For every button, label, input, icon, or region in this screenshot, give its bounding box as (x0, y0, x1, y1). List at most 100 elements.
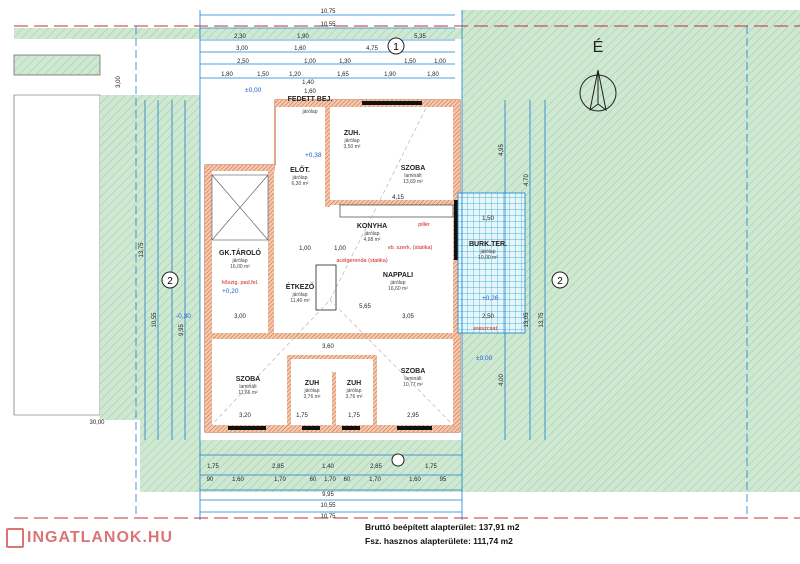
svg-text:1,80: 1,80 (221, 72, 233, 78)
svg-text:ZUH: ZUH (347, 380, 361, 387)
svg-text:4,00: 4,00 (499, 374, 505, 386)
svg-text:SZOBA: SZOBA (401, 368, 426, 375)
svg-text:+0,20: +0,20 (222, 288, 239, 295)
top-dimensions: 10,75 10,55 2,30 1,90 5,35 3,00 1,60 4,7… (221, 9, 446, 95)
svg-text:30,00: 30,00 (89, 420, 105, 426)
svg-text:3,00: 3,00 (236, 46, 248, 52)
svg-text:1,70: 1,70 (324, 477, 336, 483)
svg-text:10,55: 10,55 (152, 312, 158, 328)
svg-text:2,50: 2,50 (482, 314, 494, 320)
building (204, 99, 461, 433)
svg-text:4,70: 4,70 (524, 174, 530, 186)
svg-text:1,00: 1,00 (299, 246, 311, 252)
svg-text:3,76 m²: 3,76 m² (346, 394, 363, 400)
svg-text:É: É (593, 37, 604, 56)
svg-text:pillér: pillér (418, 222, 430, 228)
svg-text:ZUH.: ZUH. (344, 130, 360, 137)
svg-text:9,95: 9,95 (322, 492, 334, 498)
svg-text:BURK.TER.: BURK.TER. (469, 241, 507, 248)
svg-text:vb. szerk. (statika): vb. szerk. (statika) (388, 245, 433, 251)
svg-text:3,50 m²: 3,50 m² (344, 144, 361, 150)
svg-text:60: 60 (310, 477, 317, 483)
svg-text:2: 2 (167, 276, 173, 287)
svg-text:ereszcsat.: ereszcsat. (473, 326, 499, 332)
svg-text:1,75: 1,75 (425, 464, 437, 470)
svg-text:1: 1 (393, 42, 399, 53)
svg-text:2,50: 2,50 (237, 59, 249, 65)
terrace-paving (457, 192, 526, 334)
svg-text:3,60: 3,60 (322, 344, 334, 350)
section-marker-1: 1 (387, 37, 405, 55)
svg-text:ELŐT.: ELŐT. (290, 165, 310, 174)
bottom-dimensions: 1,75 2,85 1,40 2,85 1,75 90 1,60 1,70 60… (207, 464, 447, 520)
svg-text:járólap: járólap (291, 175, 307, 181)
svg-text:5,65: 5,65 (359, 304, 371, 310)
svg-text:KONYHA: KONYHA (357, 223, 387, 230)
svg-text:3,00: 3,00 (234, 314, 246, 320)
svg-text:6,30 m²: 6,30 m² (292, 181, 309, 187)
svg-text:1,60: 1,60 (304, 89, 316, 95)
svg-text:10,75: 10,75 (320, 9, 336, 15)
level-markers: ±0,00 +0,38 +0,20 +0,26 ±0,00 -0,30 (176, 87, 499, 362)
svg-text:járólap: járólap (345, 388, 361, 394)
svg-text:1,60: 1,60 (409, 477, 421, 483)
svg-text:+0,26: +0,26 (482, 295, 499, 302)
svg-text:10,55: 10,55 (320, 22, 336, 28)
dimension-lines (144, 10, 546, 520)
svg-text:±0,00: ±0,00 (476, 355, 493, 362)
logo-icon (6, 528, 24, 548)
svg-text:járólap: járólap (301, 109, 317, 115)
svg-text:13,05: 13,05 (524, 312, 530, 328)
svg-text:1,00: 1,00 (334, 246, 346, 252)
svg-text:1,20: 1,20 (289, 72, 301, 78)
svg-text:2,30: 2,30 (234, 34, 246, 40)
svg-text:13,75: 13,75 (539, 312, 545, 328)
svg-text:4,15: 4,15 (392, 195, 404, 201)
svg-text:3,00: 3,00 (116, 76, 122, 88)
svg-text:1,40: 1,40 (302, 80, 314, 86)
svg-text:3,76 m²: 3,76 m² (304, 394, 321, 400)
svg-text:1,60: 1,60 (294, 46, 306, 52)
svg-text:1,75: 1,75 (348, 413, 360, 419)
svg-text:acélgerenda (statika): acélgerenda (statika) (336, 258, 388, 264)
svg-text:GK.TÁROLÓ: GK.TÁROLÓ (219, 248, 262, 257)
room-covered-entrance: FEDETT BEJ. járólap (288, 96, 333, 115)
svg-text:10,55: 10,55 (320, 503, 336, 509)
north-arrow-icon: É (579, 37, 617, 112)
svg-text:11,40 m²: 11,40 m² (290, 298, 310, 304)
svg-text:2,85: 2,85 (370, 464, 382, 470)
area-summary: Bruttó beépített alapterület: 137,91 m2 … (365, 522, 520, 546)
watermark-logo: INGATLANOK.HU (6, 528, 173, 548)
interior-dimensions: 4,15 5,65 3,00 3,05 3,60 3,20 2,95 1,75 … (234, 195, 419, 419)
svg-text:2,85: 2,85 (272, 464, 284, 470)
side-dimensions: 3,00 30,00 13,75 10,55 9,95 4,95 4,70 13… (89, 76, 545, 426)
svg-text:4,75: 4,75 (366, 46, 378, 52)
svg-text:60: 60 (344, 477, 351, 483)
svg-text:FEDETT BEJ.: FEDETT BEJ. (288, 96, 333, 103)
svg-text:4,95: 4,95 (499, 144, 505, 156)
watermark-text: INGATLANOK.HU (27, 529, 174, 546)
svg-text:1,00: 1,00 (434, 59, 446, 65)
svg-text:NAPPALI: NAPPALI (383, 272, 413, 279)
svg-text:1,70: 1,70 (274, 477, 286, 483)
svg-text:+0,38: +0,38 (305, 152, 322, 159)
svg-text:1,00: 1,00 (304, 59, 316, 65)
svg-text:9,95: 9,95 (179, 324, 185, 336)
section-marker-1-bottom-icon (391, 453, 405, 467)
svg-text:3,05: 3,05 (402, 314, 414, 320)
svg-text:1,30: 1,30 (339, 59, 351, 65)
svg-text:1,50: 1,50 (257, 72, 269, 78)
